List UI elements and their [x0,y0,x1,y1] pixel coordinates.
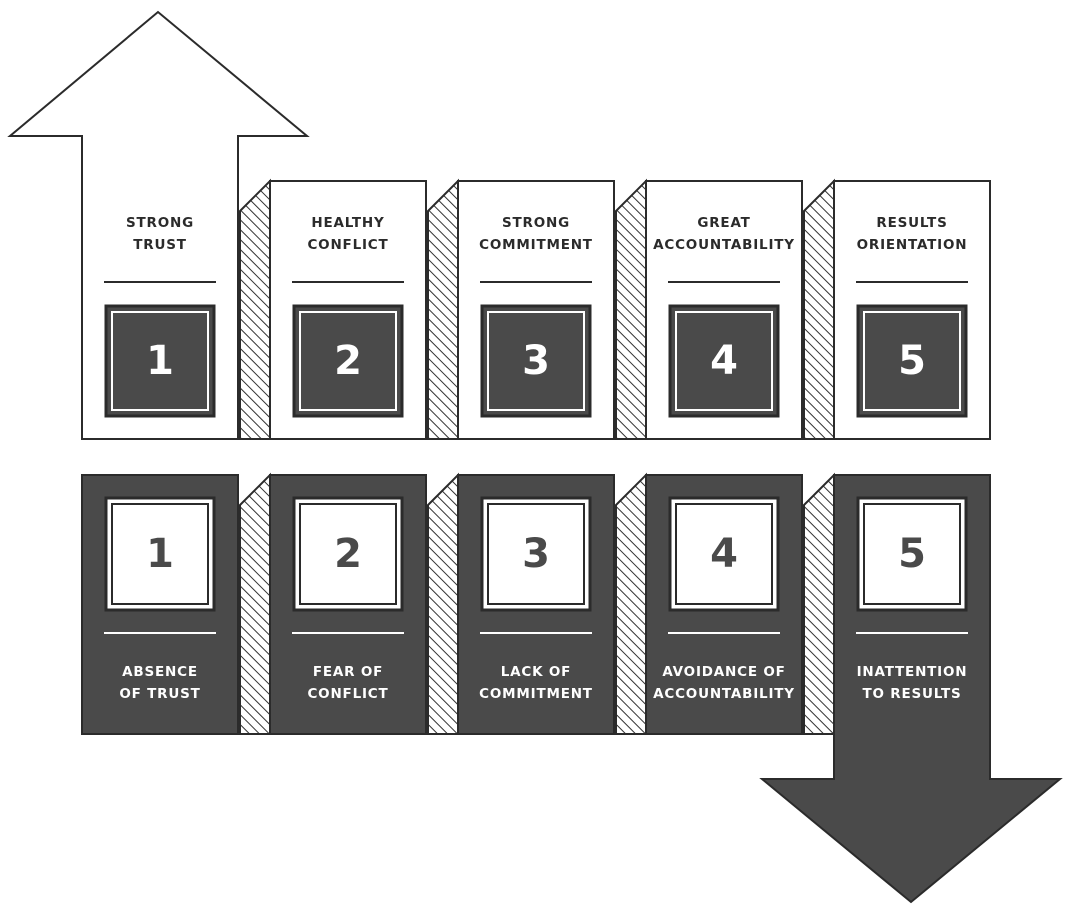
top-card-number: 2 [334,338,362,384]
top-card-label-line1: STRONG [126,215,194,231]
bottom-card-label-line1: ABSENCE [122,664,198,680]
bottom-number-box [292,496,404,612]
bottom-card-label-line1: LACK OF [501,664,571,680]
bottom-card-number: 4 [710,531,738,577]
top-card-3: STRONG COMMITMENT 3 [457,180,615,440]
bottom-card-label-line2: CONFLICT [307,686,388,702]
bottom-card-label-line1: FEAR OF [313,664,383,680]
top-number-box [104,304,216,418]
top-number-box-inner [111,311,209,411]
bottom-number-box-inner [675,503,773,605]
top-card-4: GREAT ACCOUNTABILITY 4 [645,180,803,440]
top-card-label-line2: ACCOUNTABILITY [653,237,795,253]
bottom-number-box-inner [299,503,397,605]
top-side-face [427,178,459,440]
bottom-number-box-inner [863,503,961,605]
top-side-face [615,178,647,440]
bottom-side-face [803,472,835,735]
bottom-card-number: 1 [146,531,174,577]
top-card-1: STRONG TRUST 1 [104,215,216,418]
bottom-card-label-line1: INATTENTION [857,664,968,680]
top-side-face [803,178,835,440]
bottom-card-number: 2 [334,531,362,577]
top-card-label-line2: CONFLICT [307,237,388,253]
top-side-face [239,178,271,440]
top-card-number: 4 [710,338,738,384]
bottom-card-label-line2: COMMITMENT [479,686,593,702]
top-row: STRONG TRUST 1 [7,10,310,440]
bottom-card-label-line1: AVOIDANCE OF [662,664,785,680]
bottom-number-box-inner [111,503,209,605]
top-card-2: HEALTHY CONFLICT 2 [269,180,427,440]
bottom-number-box [668,496,780,612]
top-card-label-line2: COMMITMENT [479,237,593,253]
top-card-number: 5 [898,338,926,384]
top-card-label-line1: STRONG [502,215,570,231]
top-card-label-line1: RESULTS [876,215,947,231]
top-number-box [292,304,404,418]
top-number-box [668,304,780,418]
bottom-side-face [239,472,271,735]
bottom-side-face [427,472,459,735]
top-number-box-inner [863,311,961,411]
bottom-card-number: 3 [522,531,550,577]
bottom-side-face [615,472,647,735]
top-card-label-line1: HEALTHY [311,215,384,231]
bottom-card-label-line2: ACCOUNTABILITY [653,686,795,702]
top-number-box [480,304,592,418]
top-number-box [856,304,968,418]
top-number-box-inner [487,311,585,411]
bottom-card-label-line2: OF TRUST [119,686,200,702]
top-card-5: RESULTS ORIENTATION 5 [833,180,991,440]
top-number-box-inner [675,311,773,411]
bottom-card-label-line2: TO RESULTS [863,686,962,702]
top-number-box-inner [299,311,397,411]
top-card-label-line2: ORIENTATION [857,237,968,253]
bottom-number-box [104,496,216,612]
down-arrow-icon [759,474,1063,904]
top-card-number: 3 [522,338,550,384]
top-card-label-line2: TRUST [133,237,187,253]
bottom-number-box [480,496,592,612]
up-arrow-icon [7,10,310,440]
top-card-label-line1: GREAT [697,215,750,231]
bottom-number-box-inner [487,503,585,605]
top-card-number: 1 [146,338,174,384]
bottom-number-box [856,496,968,612]
bottom-card-number: 5 [898,531,926,577]
